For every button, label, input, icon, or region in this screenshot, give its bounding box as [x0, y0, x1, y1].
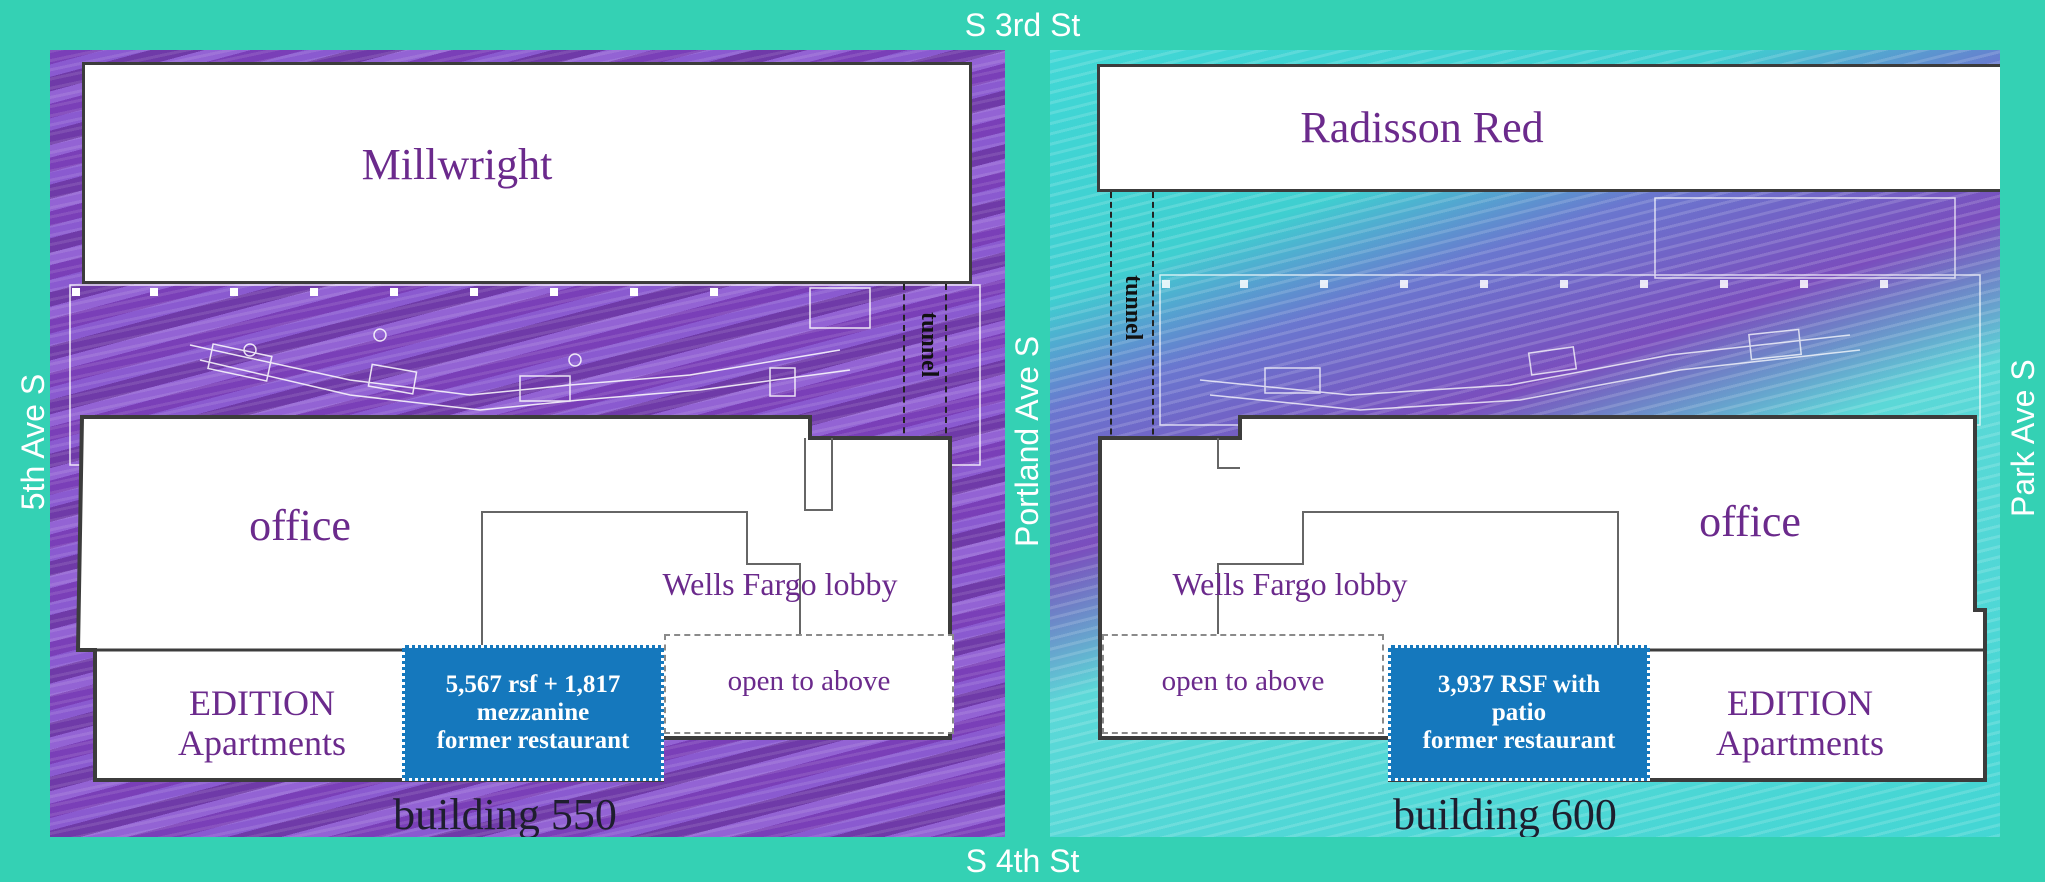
- office-label: office: [1699, 497, 1801, 546]
- building-550-map: Millwright tunnel office Wells Fargo lob…: [50, 50, 1005, 837]
- edition-apartments-label-line2: Apartments: [178, 723, 346, 763]
- open-to-above-label: open to above: [727, 665, 891, 697]
- tunnel-outline: [903, 284, 947, 464]
- wells-fargo-lobby-label: Wells Fargo lobby: [662, 566, 898, 602]
- open-to-above-area: [1102, 634, 1384, 734]
- edition-apartments-label-line1: EDITION: [1727, 683, 1873, 723]
- tunnel-outline: [1110, 192, 1154, 464]
- street-label-middle: Portland Ave S: [1009, 335, 1045, 547]
- millwright-block: [82, 62, 972, 284]
- street-label-south: S 4th St: [965, 843, 1080, 879]
- restaurant-space-callout[interactable]: 3,937 RSF with patio former restaurant: [1388, 645, 1650, 781]
- street-label-north: S 3rd St: [964, 7, 1081, 43]
- open-to-above-area: [664, 634, 954, 734]
- callout-area-text: 5,567 rsf + 1,817: [445, 671, 621, 698]
- open-to-above-label: open to above: [1161, 665, 1325, 697]
- restaurant-space-callout[interactable]: 5,567 rsf + 1,817 mezzanine former resta…: [402, 645, 664, 781]
- building-caption: building 550: [393, 790, 617, 837]
- building-caption: building 600: [1393, 790, 1617, 837]
- office-label: office: [249, 501, 351, 550]
- edition-apartments-label-line2: Apartments: [1716, 723, 1884, 763]
- floorplan-linework: [1159, 197, 1981, 426]
- street-label-east: Park Ave S: [2005, 359, 2041, 517]
- callout-use-text: former restaurant: [436, 727, 630, 754]
- radisson-red-label: Radisson Red: [1300, 103, 1544, 152]
- edition-apartments-label-line1: EDITION: [189, 683, 335, 723]
- radisson-red-block: [1097, 64, 2000, 192]
- wells-fargo-lobby-label: Wells Fargo lobby: [1172, 566, 1408, 602]
- callout-patio-text: patio: [1491, 699, 1547, 726]
- street-label-west: 5th Ave S: [15, 373, 51, 511]
- building-600-map: Radisson Red tunnel office Wells Fargo l…: [1050, 50, 2000, 837]
- callout-area-text: 3,937 RSF with: [1437, 671, 1601, 698]
- callout-mezzanine-text: mezzanine: [476, 699, 590, 726]
- millwright-label: Millwright: [361, 140, 553, 189]
- callout-use-text: former restaurant: [1422, 727, 1616, 754]
